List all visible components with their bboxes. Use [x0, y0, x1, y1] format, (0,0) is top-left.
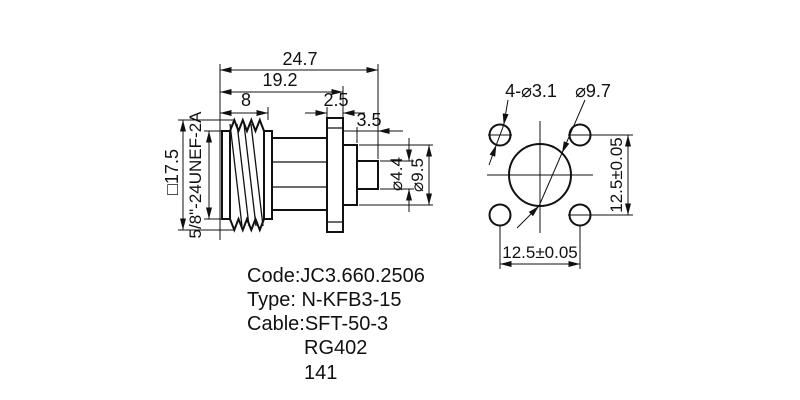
side-view-outline [221, 117, 379, 233]
note-cable-alt-2: 141 [304, 362, 337, 384]
extension-lines-right-dims [359, 144, 433, 206]
center-dia-leader-top-arrow [561, 99, 586, 154]
flange [326, 117, 344, 233]
thread-spec-label: 5/8"-24UNEF-2A [186, 111, 205, 239]
note-code: Code:JC3.660.2506 [247, 265, 425, 287]
dim-label-pin-length: 3.5 [356, 110, 381, 130]
dim-label-thread: 8 [241, 90, 251, 110]
side-view-dimensions: 24.7 19.2 8 2.5 3.5 □17.5 5/8"-24UNEF-2A… [162, 49, 433, 240]
note-cable: Cable:SFT-50-3 [247, 313, 388, 335]
note-type: Type: N-KFB3-15 [247, 289, 402, 311]
dim-label-pin-dia: ⌀4.4 [387, 157, 406, 191]
boss [342, 144, 358, 206]
thread-left-cap [221, 130, 231, 220]
center-dia-leader-bottom-arrow [516, 205, 540, 229]
extension-lines-left-dims [178, 119, 234, 231]
hole-dia-leader-top-arrow [502, 99, 509, 126]
thread-crest-top [229, 117, 265, 134]
dim-label-overall: 24.7 [282, 49, 317, 69]
dim-label-boss-dia: ⌀9.5 [408, 158, 427, 192]
body-outline [272, 137, 327, 211]
body-bore-lines [272, 161, 327, 188]
center-pin [356, 160, 379, 190]
dim-label-mounting-holes: 4-⌀3.1 [505, 81, 557, 101]
flange-detail-lines [327, 127, 343, 223]
dim-label-nut-flats: □17.5 [162, 149, 182, 195]
thread-helix-lines [229, 123, 264, 227]
hole-dia-axis-line [495, 124, 505, 146]
dim-label-spacing-horizontal: 12.5±0.05 [502, 243, 578, 262]
dim-label-center-dia: ⌀9.7 [575, 81, 611, 101]
dim-label-spacing-vertical: 12.5±0.05 [607, 137, 626, 213]
hole-dia-leader-bottom-arrow [488, 144, 497, 166]
note-cable-alt-1: RG402 [304, 337, 367, 359]
front-view-dimensions: 4-⌀3.1 ⌀9.7 12.5±0.05 12.5±0.05 [487, 81, 633, 269]
dim-label-body: 19.2 [262, 70, 297, 90]
center-crosshair [487, 121, 593, 233]
center-dia-axis-line [538, 152, 563, 207]
notes-block: Code:JC3.660.2506 Type: N-KFB3-15 Cable:… [247, 265, 425, 384]
thread-crest-bottom [229, 216, 265, 233]
thread-right-cap [263, 130, 273, 220]
extension-lines-right-spacing [568, 134, 633, 216]
mounting-hole-bottom-left [488, 203, 512, 227]
dim-label-flange: 2.5 [323, 90, 348, 110]
